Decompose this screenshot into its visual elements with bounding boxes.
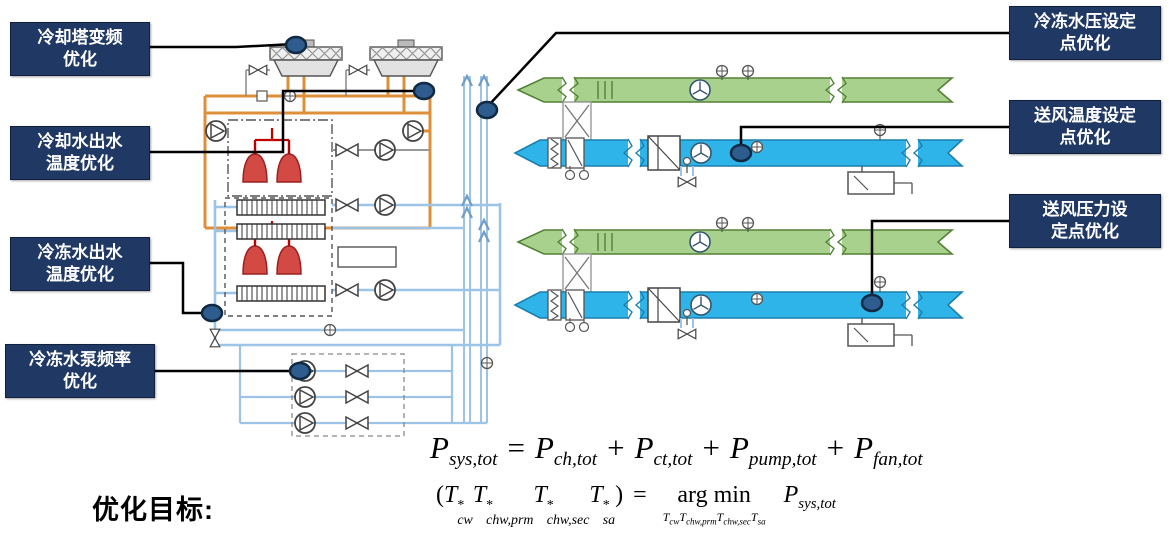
dot-chw-pressure [475,100,499,120]
argmin-operator: arg min TcwTchw,prmTchw,secTsa [662,482,766,527]
formula-term: Psys,tot [783,482,836,512]
formula-term: Ppump,tot [729,430,817,471]
tower-valve-2-icon [348,64,368,76]
valve-icon [345,390,369,404]
formula-term: T*chw,sec [533,482,590,528]
formula-term: T*cw [444,482,473,528]
condenser-pump-2-icon [402,120,424,142]
formula-term: Pfan,tot [854,430,923,471]
valve-icon [335,198,359,212]
chiller-1-boundary [227,119,333,197]
equals-sign: = [633,482,647,508]
chw-pump-icon [294,386,316,408]
condenser-pump-1-icon [205,120,227,142]
chilled-water-piping [213,76,502,425]
chw-sensor-icon [323,323,337,337]
dot-chw-pump-freq [288,361,312,381]
plus-sign: + [607,430,625,465]
ahu-unit-1 [515,66,962,195]
ahu-unit-2 [515,218,962,347]
heat-exchanger-icon [236,223,326,240]
callout-lines [150,31,1009,373]
valve-icon [345,364,369,378]
dot-supply-air-temp [729,143,753,163]
dot-condenser-outlet-temp [412,81,436,101]
dot-chw-outlet-temp [200,303,224,323]
callout-cooling-tower-vfd: 冷却塔变频 优化 [10,22,150,76]
chiller-2-boundary [224,197,333,317]
pump-icon [374,279,396,301]
callout-chw-outlet-temp: 冷冻水出水 温度优化 [10,237,150,291]
equation-argmin: ( T*cw T*chw,prm T*chw,sec T*sa ) = arg … [436,482,836,528]
pipe-fitting-icon [256,90,268,102]
line-supply-air-pressure-setpoint [870,219,1009,297]
plus-sign: + [702,430,720,465]
flow-arrows [461,73,490,243]
callout-chw-pump-freq: 冷冻水泵频率 优化 [5,344,155,398]
cooling-tower-2 [369,39,443,77]
pump-icon [374,194,396,216]
formula-term: T*chw,prm [472,482,534,528]
objective-label: 优化目标: [92,495,214,525]
valve-icon [335,143,359,157]
line-cooling-tower-vfd [150,42,295,49]
callout-condenser-outlet-temp: 冷却水出水 温度优化 [10,126,150,180]
chw-pump-icon [294,412,316,434]
formula-term: Psys,tot [430,430,498,471]
line-supply-air-temp-setpoint [739,125,1009,148]
compressor-icon [241,138,269,184]
tank-icon [337,246,397,268]
riser-sensor-icon [480,356,494,370]
valve-icon [335,283,359,297]
compressor-icon [275,138,303,184]
formula-term: Pct,tot [634,430,693,471]
bypass-valve-icon [209,328,221,348]
callout-supply-air-temp-setpoint: 送风温度设定 点优化 [1009,100,1161,154]
argmin-constraints: TcwTchw,prmTchw,secTsa [662,510,766,527]
tower-valve-1-icon [248,64,268,76]
dot-cooling-tower-vfd [284,35,308,55]
formula-term: Pch,tot [534,430,598,471]
open-paren: ( [436,482,444,508]
line-chw-pressure-setpoint [487,31,1009,107]
control-point-dots [200,35,884,381]
equals-sign: = [507,430,525,465]
secondary-pump-group-boundary [291,353,405,437]
heat-exchanger-icon [236,285,326,302]
callout-supply-air-pressure-setpoint: 送风压力设 定点优化 [1009,194,1161,248]
dot-supply-air-pressure [860,293,884,313]
equation-total-power: Psys,tot = Pch,tot + Pct,tot + Ppump,tot… [430,430,923,471]
plus-sign: + [826,430,845,465]
line-condenser-outlet-temp [150,89,421,154]
line-chw-outlet-temp [150,261,202,315]
pump-icon [374,139,396,161]
heat-exchanger-icon [236,199,326,216]
callout-chw-pressure-setpoint: 冷冻水压设定 点优化 [1009,6,1161,60]
close-paren: ) [615,482,624,508]
chiller-plant [203,39,502,437]
formula-term: T*sa [589,482,616,528]
valve-icon [345,416,369,430]
